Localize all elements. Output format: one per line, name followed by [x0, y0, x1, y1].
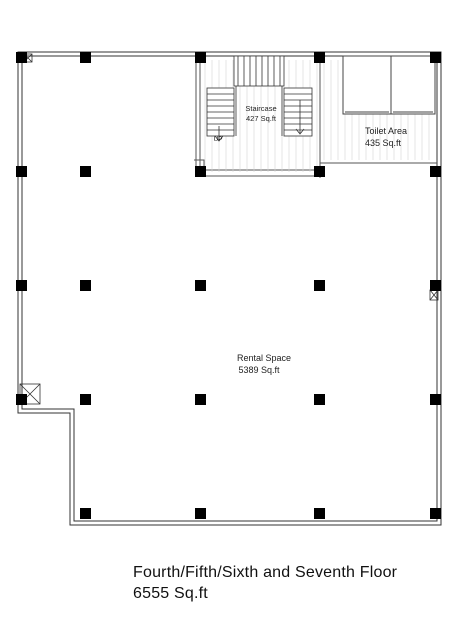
floor-caption: Fourth/Fifth/Sixth and Seventh Floor [133, 564, 398, 581]
column [80, 394, 91, 405]
column [80, 508, 91, 519]
column [16, 166, 27, 177]
column [80, 280, 91, 291]
stair-up-label: UP [213, 136, 222, 143]
column [195, 508, 206, 519]
column [80, 166, 91, 177]
column [314, 166, 325, 177]
total-area-caption: 6555 Sq.ft [133, 585, 208, 602]
staircase-name: Staircase [245, 104, 276, 113]
column [80, 52, 91, 63]
toilet-cubicles [342, 55, 436, 115]
floor-plan: Staircase 427 Sq.ft UP Toilet Area 435 S… [16, 51, 442, 526]
column [314, 280, 325, 291]
column [314, 52, 325, 63]
toilet-area: 435 Sq.ft [365, 138, 402, 148]
toilet-name: Toilet Area [365, 126, 407, 136]
column [195, 280, 206, 291]
column [430, 280, 441, 291]
column [195, 394, 206, 405]
column [314, 394, 325, 405]
rental-name: Rental Space [237, 353, 291, 363]
column [16, 280, 27, 291]
column [430, 394, 441, 405]
rental-area: 5389 Sq.ft [238, 365, 280, 375]
staircase-area: 427 Sq.ft [246, 114, 277, 123]
columns [16, 52, 441, 519]
column [314, 508, 325, 519]
column [430, 52, 441, 63]
column [16, 394, 27, 405]
column [195, 166, 206, 177]
column [195, 52, 206, 63]
column [430, 508, 441, 519]
staircase-steps [206, 55, 313, 142]
column [16, 52, 27, 63]
column [430, 166, 441, 177]
